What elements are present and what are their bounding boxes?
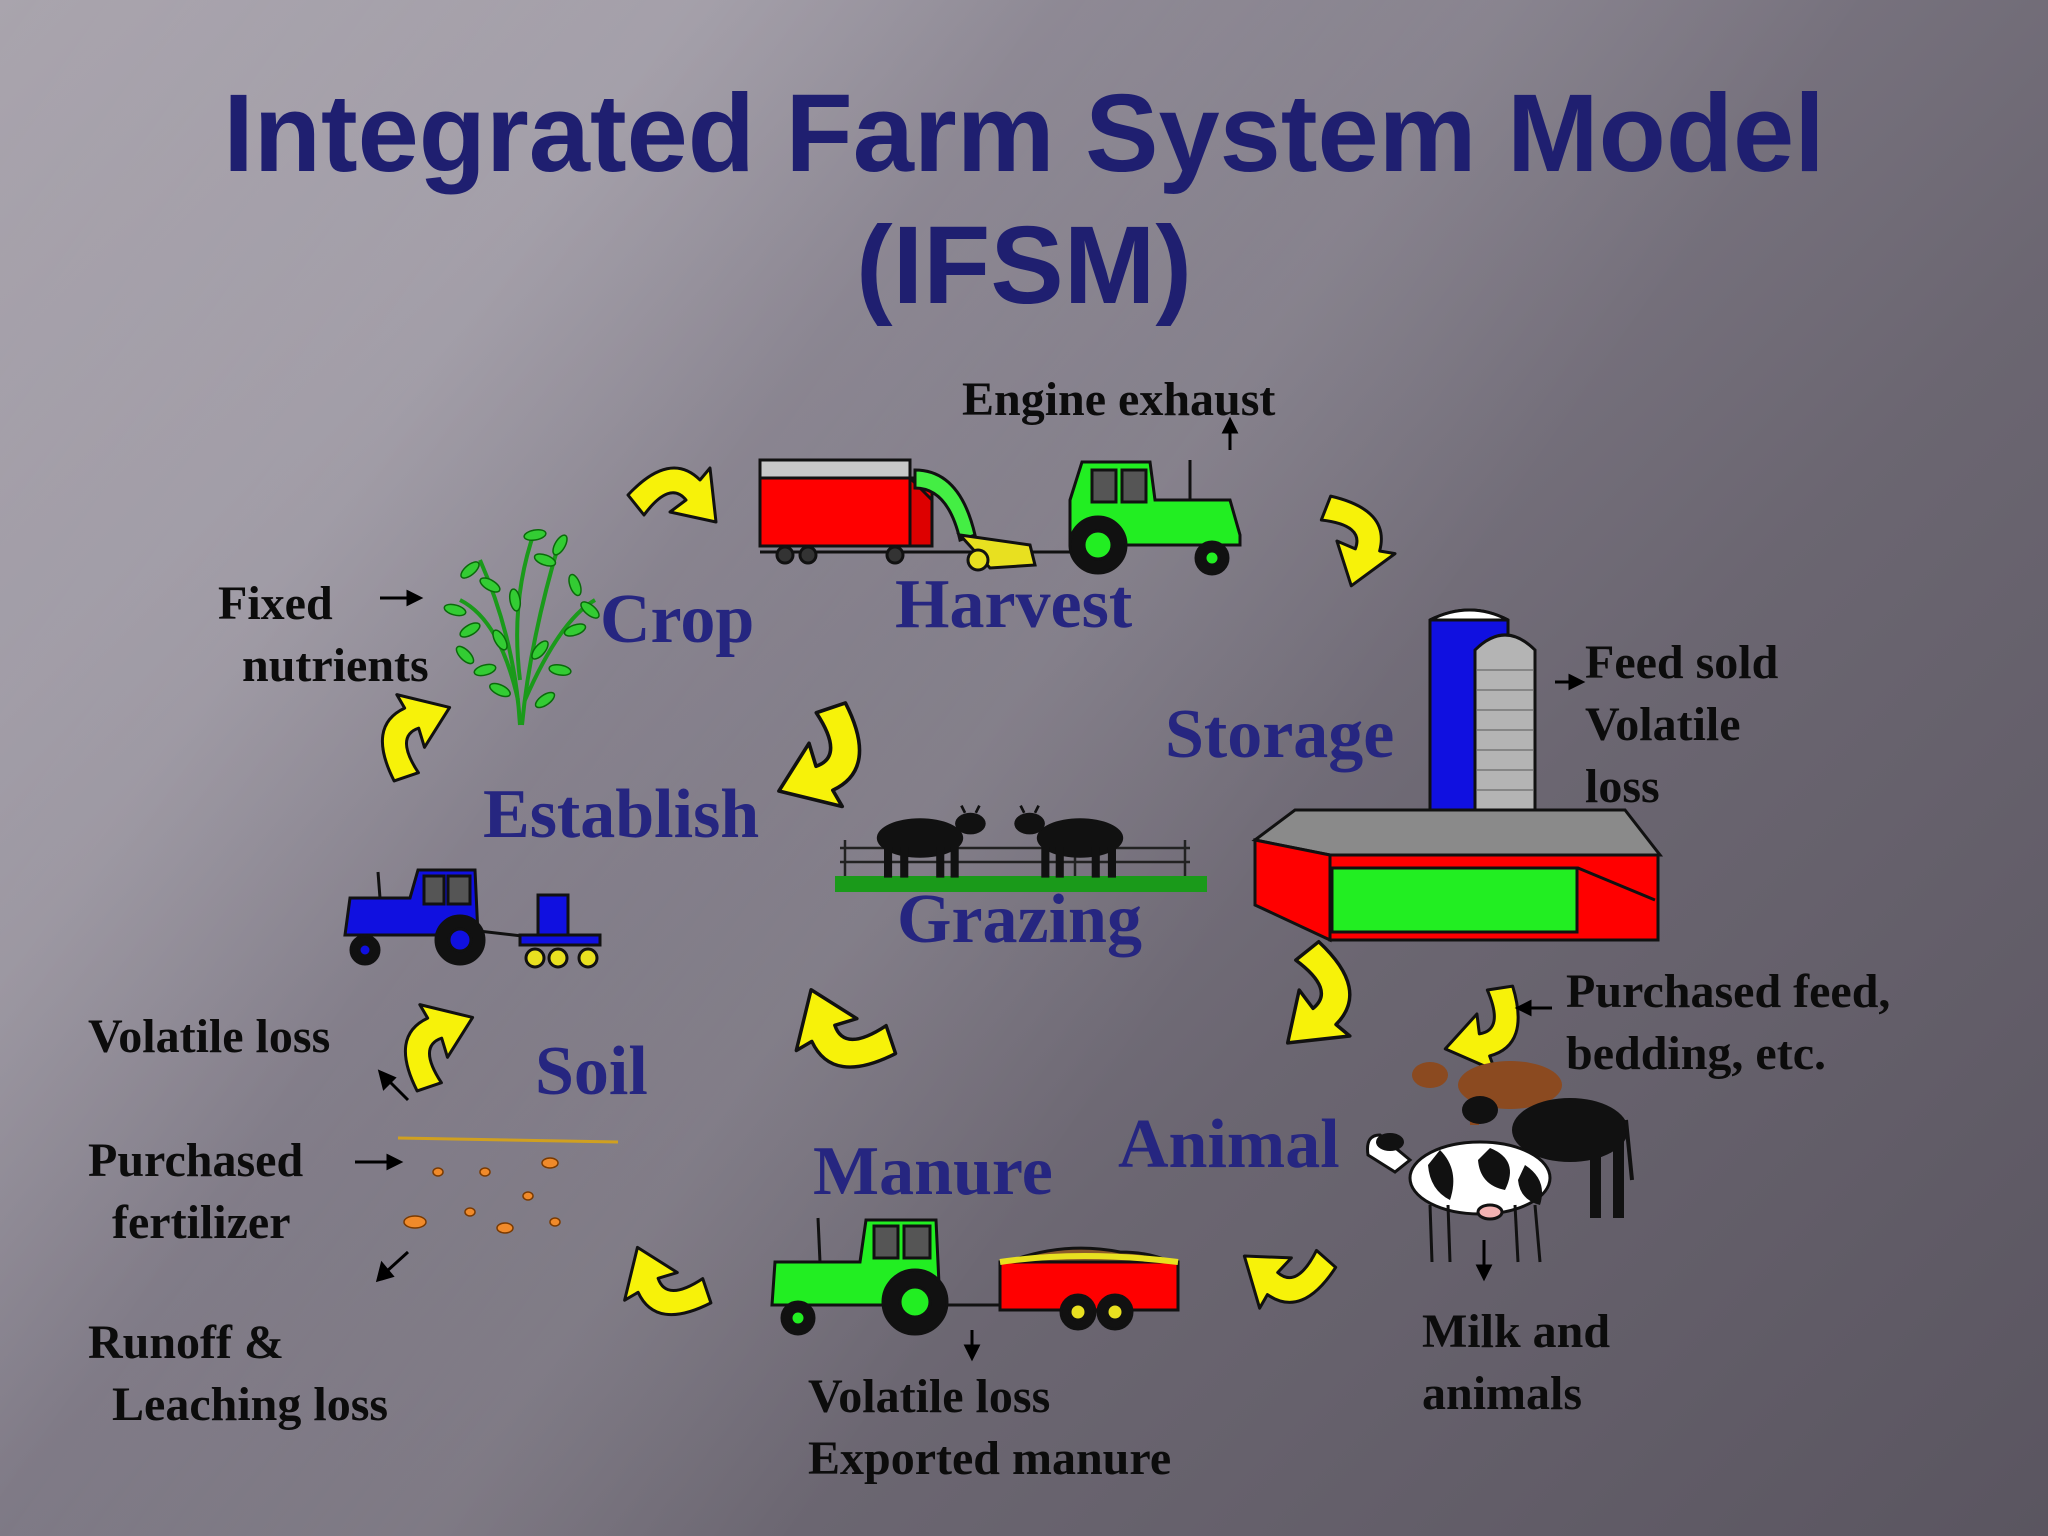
note-volatile-loss: Volatile loss: [88, 1010, 331, 1063]
stage-label-harvest: Harvest: [895, 566, 1133, 643]
dairy-cows-icon: [1366, 1061, 1634, 1263]
note-manure-losses: Volatile loss Exported manure: [808, 1370, 1172, 1485]
title-line-1: Integrated Farm System Model: [223, 72, 1825, 195]
note-milk-animals: Milk and animals: [1422, 1305, 1611, 1420]
storage-barn-icon: [1251, 808, 1664, 943]
arrow-manure-to-soil: [617, 1245, 722, 1330]
forage-harvester-icon: [758, 458, 1242, 576]
title-line-2: (IFSM): [855, 204, 1192, 327]
arrow-grazing-to-soil: [788, 988, 908, 1085]
stage-label-crop: Crop: [600, 581, 755, 658]
note-fixed-nutrients: Fixed nutrients: [218, 577, 429, 692]
planter-tractor-icon: [343, 868, 602, 969]
arrow-crop-to-harvest: [626, 466, 718, 524]
silo-icon: [1428, 608, 1537, 812]
arrow-animal-to-manure: [1242, 1239, 1342, 1311]
note-purchased-fertilizer: Purchased fertilizer: [88, 1134, 304, 1249]
note-runoff-leaching: Runoff & Leaching loss: [88, 1316, 389, 1431]
note-engine-exhaust: Engine exhaust: [962, 373, 1276, 426]
stage-label-animal: Animal: [1118, 1106, 1340, 1183]
note-feed-sold: Feed sold Volatile loss: [1585, 636, 1779, 813]
arrow-crop-to-grazing: [777, 690, 878, 816]
crop-plant-icon: [442, 527, 603, 726]
arrow-grazing-to-animal: [1285, 939, 1352, 1045]
fertilizer-granules-icon: [397, 1136, 619, 1234]
arrow-storage-to-animal: [1443, 971, 1538, 1078]
note-purchased-feed: Purchased feed, bedding, etc.: [1566, 965, 1891, 1080]
stage-label-manure: Manure: [813, 1133, 1053, 1210]
page-title: Integrated Farm System Model (IFSM): [0, 68, 2048, 332]
flux-arrows: [355, 416, 1586, 1362]
stage-label-establish: Establish: [483, 776, 760, 853]
stage-label-grazing: Grazing: [897, 881, 1142, 958]
arrow-establish-to-crop: [367, 687, 452, 792]
manure-spreader-icon: [770, 1217, 1180, 1336]
arrow-harvest-to-storage: [1305, 481, 1400, 588]
stage-label-storage: Storage: [1165, 696, 1395, 773]
arrow-soil-to-establish: [390, 997, 475, 1102]
stage-label-soil: Soil: [535, 1033, 648, 1110]
grazing-cattle-icon: [835, 804, 1207, 892]
